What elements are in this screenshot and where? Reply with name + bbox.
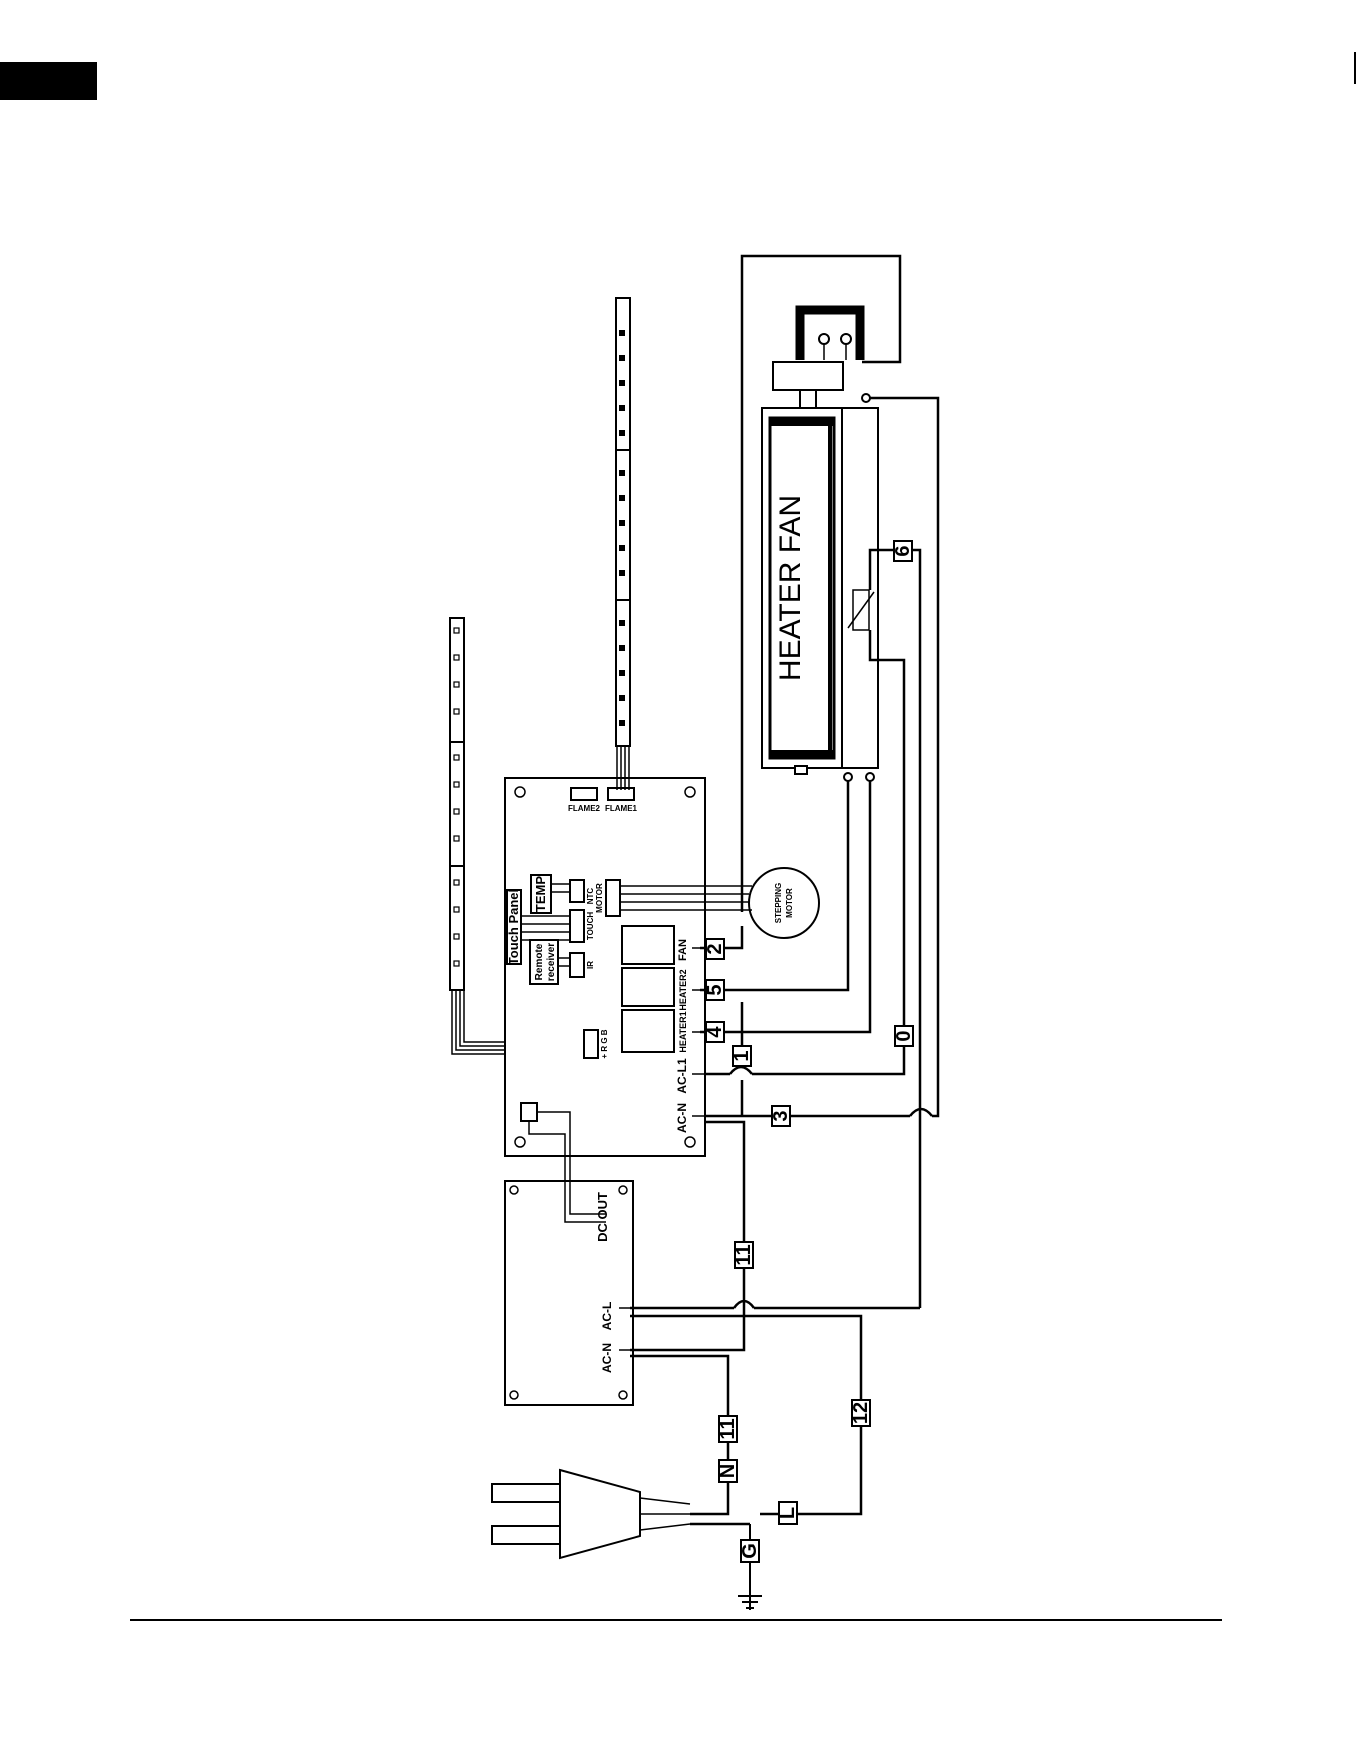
ntc-label: NTC — [586, 888, 595, 905]
acn-terminal-label: AC-N — [675, 1103, 689, 1133]
wire-tag-0: 0 — [893, 1030, 915, 1041]
heater-fan-assembly: HEATER FAN — [742, 256, 900, 880]
wire-tag-1: 1 — [731, 1050, 753, 1061]
stepping-motor-label-line1: STEPPING — [774, 883, 783, 923]
dc-out-label: DC OUT — [595, 1192, 610, 1242]
remote-receiver-label-line1: Remote — [534, 943, 545, 980]
acl1-terminal-label: AC-L1 — [675, 1058, 689, 1094]
power-supply-board: DC OUT AC-L AC-N — [505, 1181, 633, 1405]
wire-tag-2: 2 — [704, 943, 726, 954]
heater-fan-title: HEATER FAN — [774, 495, 807, 681]
temp-label: TEMP — [533, 876, 548, 912]
heater1-output-label: HEATER1 — [678, 1011, 688, 1052]
motor-connector-label: MOTOR — [595, 883, 604, 913]
psu-acn-label: AC-N — [600, 1343, 614, 1373]
page-corner-mark — [0, 62, 97, 100]
wire-tag-n: N — [717, 1464, 739, 1478]
touch-panel-label: Touch Panel — [506, 889, 521, 965]
wire-tag-4: 4 — [704, 1026, 726, 1038]
wire-tag-11-lower: 11 — [717, 1418, 739, 1439]
flame1-label: FLAME1 — [605, 804, 638, 813]
psu-acl-label: AC-L — [600, 1302, 614, 1331]
ir-label: IR — [586, 961, 595, 969]
touch-label: TOUCH — [586, 912, 595, 941]
wire-tag-3: 3 — [770, 1110, 792, 1121]
heater2-output-label: HEATER2 — [678, 969, 688, 1010]
stepping-motor: STEPPING MOTOR — [749, 868, 819, 938]
flame2-label: FLAME2 — [568, 804, 601, 813]
wire-tag-12: 12 — [850, 1402, 872, 1424]
led-strip-flame1 — [616, 298, 630, 770]
wire-tag-11-upper: 11 — [733, 1244, 755, 1265]
remote-receiver-label-line2: receiver — [546, 943, 557, 981]
wire-tag-5: 5 — [704, 984, 726, 995]
stepping-motor-label-line2: MOTOR — [785, 888, 794, 918]
wire-tag-6: 6 — [892, 545, 914, 556]
fan-output-label: FAN — [677, 939, 689, 961]
rgb-label: + R G B — [600, 1029, 609, 1058]
wire-tag-g: G — [739, 1543, 761, 1559]
power-plug — [492, 1470, 762, 1610]
wire-tag-l: L — [777, 1507, 799, 1519]
